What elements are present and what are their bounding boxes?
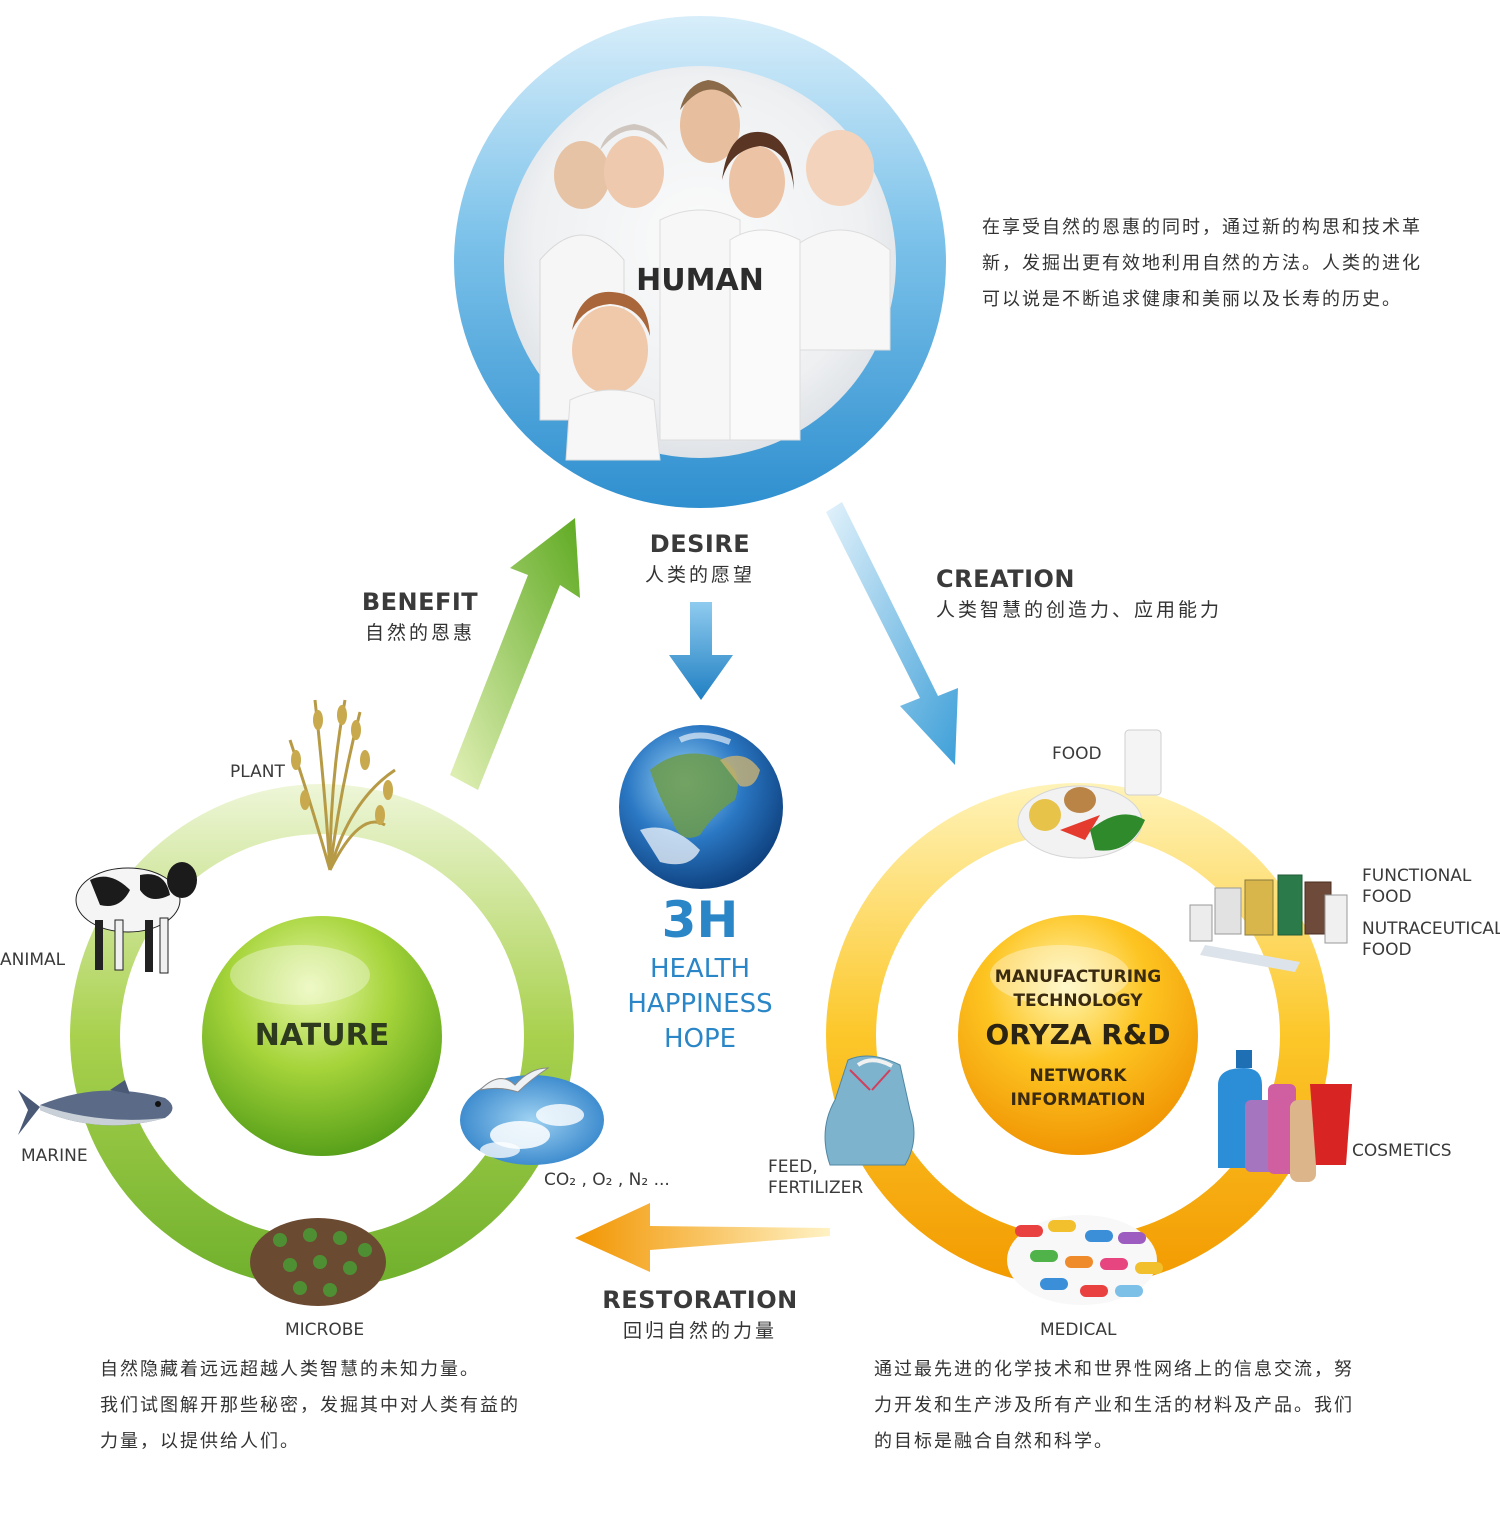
oryza-description-line: 的目标是融合自然和科学。 — [874, 1431, 1114, 1452]
cosmetics-label: COSMETICS — [1352, 1141, 1452, 1161]
three-h-lines: HEALTH HAPPINESS HOPE — [580, 952, 820, 1057]
functional-food-line: FOOD — [1362, 887, 1412, 907]
benefit-label: BENEFIT — [361, 588, 479, 616]
earth-globe — [619, 725, 783, 889]
creation-sublabel: 人类智慧的创造力、应用能力 — [936, 599, 1223, 621]
information-label: INFORMATION — [1010, 1090, 1146, 1110]
oryza-bottom-text: NETWORK INFORMATION — [978, 1064, 1178, 1112]
food-label: FOOD — [1052, 744, 1102, 764]
benefit-arrow — [450, 518, 580, 790]
functional-food-image — [1189, 874, 1348, 972]
cosmetics-image — [1218, 1050, 1352, 1182]
manufacturing-label: MANUFACTURING — [994, 967, 1162, 987]
oryza-description-line: 通过最先进的化学技术和世界性网络上的信息交流，努 — [874, 1359, 1354, 1380]
fertilizer-line: FERTILIZER — [768, 1178, 864, 1198]
nutraceutical-food-line: FOOD — [1362, 940, 1412, 960]
microbe-label: MICROBE — [285, 1320, 365, 1340]
medical-label: MEDICAL — [1040, 1320, 1117, 1340]
human-description: 在享受自然的恩惠的同时，通过新的构思和技术革 新，发掘出更有效地利用自然的方法。… — [982, 210, 1422, 318]
three-h-hope: HOPE — [663, 1024, 737, 1054]
oryza-description: 通过最先进的化学技术和世界性网络上的信息交流，努 力开发和生产涉及所有产业和生活… — [874, 1352, 1354, 1460]
creation-caption: CREATION 人类智慧的创造力、应用能力 — [936, 565, 1222, 622]
feed-fertilizer-label: FEED, FERTILIZER — [768, 1157, 863, 1199]
oryza-title: ORYZA R&D — [985, 1018, 1171, 1051]
benefit-sublabel: 自然的恩惠 — [364, 622, 475, 644]
nature-description: 自然隐藏着远远超越人类智慧的未知力量。 我们试图解开那些秘密，发掘其中对人类有益… — [100, 1352, 520, 1460]
desire-sublabel: 人类的愿望 — [644, 564, 755, 586]
nutraceutical-food-line: NUTRACEUTICAL — [1362, 919, 1500, 939]
restoration-caption: RESTORATION 回归自然的力量 — [590, 1286, 810, 1343]
sky-bird-image — [460, 1067, 604, 1165]
nature-description-line: 力量，以提供给人们。 — [100, 1431, 300, 1452]
restoration-sublabel: 回归自然的力量 — [622, 1320, 777, 1342]
human-description-line: 新，发掘出更有效地利用自然的方法。人类的进化 — [982, 253, 1422, 274]
three-h-happiness: HAPPINESS — [627, 989, 773, 1019]
desire-caption: DESIRE 人类的愿望 — [610, 530, 790, 587]
nature-circle — [70, 784, 574, 1288]
network-label: NETWORK — [1029, 1066, 1127, 1086]
creation-arrow — [826, 502, 958, 765]
air-gases-label: CO₂ , O₂ , N₂ ... — [544, 1170, 670, 1190]
medical-pills-image — [1007, 1215, 1163, 1305]
human-description-line: 可以说是不断追求健康和美丽以及长寿的历史。 — [982, 289, 1402, 310]
animal-label: ANIMAL — [0, 950, 66, 970]
restoration-arrow — [575, 1203, 830, 1272]
three-h-title: 3H — [661, 891, 739, 949]
animal-cow-image — [75, 862, 197, 974]
plant-label: PLANT — [230, 762, 285, 782]
human-title: HUMAN — [636, 263, 764, 298]
benefit-caption: BENEFIT 自然的恩惠 — [340, 588, 500, 645]
restoration-label: RESTORATION — [602, 1286, 798, 1314]
technology-label: TECHNOLOGY — [1013, 991, 1143, 1011]
oryza-top-text: MANUFACTURING TECHNOLOGY — [978, 965, 1178, 1013]
marine-label: MARINE — [21, 1146, 88, 1166]
human-description-line: 在享受自然的恩惠的同时，通过新的构思和技术革 — [982, 217, 1422, 238]
human-circle — [454, 16, 946, 508]
food-image — [1017, 729, 1162, 859]
desire-arrow — [669, 602, 733, 700]
creation-label: CREATION — [936, 565, 1075, 593]
functional-food-label: FUNCTIONAL FOOD — [1362, 866, 1471, 908]
nutraceutical-food-label: NUTRACEUTICAL FOOD — [1362, 919, 1500, 961]
feed-sack-image — [824, 1055, 915, 1166]
three-h-health: HEALTH — [649, 954, 751, 984]
family-photo — [539, 80, 891, 461]
microbe-soil-image — [250, 1218, 386, 1306]
nature-description-line: 我们试图解开那些秘密，发掘其中对人类有益的 — [100, 1395, 520, 1416]
feed-line: FEED, — [768, 1157, 818, 1177]
oryza-description-line: 力开发和生产涉及所有产业和生活的材料及产品。我们 — [874, 1395, 1354, 1416]
nature-description-line: 自然隐藏着远远超越人类智慧的未知力量。 — [100, 1359, 480, 1380]
desire-label: DESIRE — [649, 530, 751, 558]
marine-fish-image — [18, 1080, 173, 1135]
functional-food-line: FUNCTIONAL — [1362, 866, 1472, 886]
nature-title: NATURE — [254, 1018, 390, 1053]
